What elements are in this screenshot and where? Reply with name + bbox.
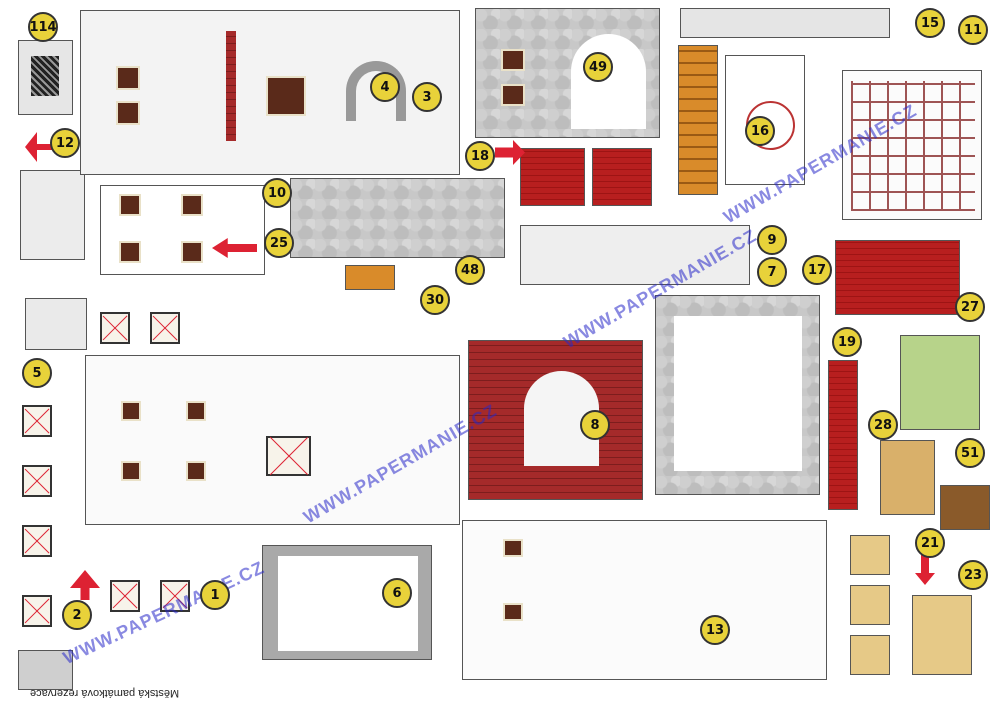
left-window-6 <box>160 580 190 612</box>
badge-2: 2 <box>62 600 92 630</box>
badge-12: 12 <box>50 128 80 158</box>
main-window-2 <box>186 401 206 421</box>
badge-13: 13 <box>700 615 730 645</box>
part-7-inner <box>674 316 802 471</box>
part-114-frame <box>18 40 73 115</box>
part-51-shingles <box>940 485 990 530</box>
badge-5: 5 <box>22 358 52 388</box>
badge-1: 1 <box>200 580 230 610</box>
badge-28: 28 <box>868 410 898 440</box>
part-27-houses <box>900 335 980 430</box>
main-window-1 <box>121 401 141 421</box>
red-arrow-23 <box>915 555 935 585</box>
facade-brick-pillar <box>226 31 236 141</box>
tower-window <box>501 49 525 71</box>
badge-21: 21 <box>915 528 945 558</box>
part-main-facade <box>85 355 460 525</box>
part-8-brick <box>468 340 643 500</box>
facade-window-2 <box>116 101 140 125</box>
part-18-roof <box>520 148 585 206</box>
left-window-5 <box>110 580 140 612</box>
badge-6: 6 <box>382 578 412 608</box>
small-window-b <box>181 194 203 216</box>
left-window-4 <box>22 595 52 627</box>
part-top-strip <box>680 8 890 38</box>
part-12-stub <box>20 170 85 260</box>
part-18-roof-b <box>592 148 652 206</box>
badge-9: 9 <box>757 225 787 255</box>
badge-48: 48 <box>455 255 485 285</box>
part-21-frame-c <box>850 635 890 675</box>
main-cross-box <box>266 436 311 476</box>
part-49-tower <box>475 8 660 138</box>
part-9-ledge <box>520 225 750 285</box>
left-window-3 <box>22 525 52 557</box>
part-11-brick-grid <box>851 81 975 211</box>
badge-15: 15 <box>915 8 945 38</box>
facade-window-1 <box>116 66 140 90</box>
tower-window-2 <box>501 84 525 106</box>
facade-arch <box>346 61 406 121</box>
badge-17: 17 <box>802 255 832 285</box>
badge-30: 30 <box>420 285 450 315</box>
badge-3: 3 <box>412 82 442 112</box>
badge-4: 4 <box>370 72 400 102</box>
part-3-facade <box>80 10 460 175</box>
badge-18: 18 <box>465 141 495 171</box>
part-21-frame-a <box>850 535 890 575</box>
badge-27: 27 <box>955 292 985 322</box>
left-window-2 <box>22 465 52 497</box>
sheet-footer: Městská památková rezervace <box>30 687 180 699</box>
part-5-u <box>25 298 87 350</box>
part-23-frame <box>912 595 972 675</box>
badge-19: 19 <box>832 327 862 357</box>
badge-16: 16 <box>745 116 775 146</box>
part-wood-planks <box>678 45 718 195</box>
badge-51: 51 <box>955 438 985 468</box>
badge-49: 49 <box>583 52 613 82</box>
part-small-windows <box>100 185 265 275</box>
part-28-piece <box>880 440 935 515</box>
left-window-1 <box>22 405 52 437</box>
badge-25: 25 <box>264 228 294 258</box>
part-13-window-b <box>503 603 523 621</box>
part-114-grate <box>31 56 59 96</box>
part-19-roof <box>828 360 858 510</box>
row-window-2 <box>150 312 180 344</box>
badge-23: 23 <box>958 560 988 590</box>
small-window-c <box>119 241 141 263</box>
part-13-window-a <box>503 539 523 557</box>
part-30-stair <box>345 265 395 290</box>
tower-arch <box>571 34 646 129</box>
small-window-d <box>181 241 203 263</box>
row-window-1 <box>100 312 130 344</box>
badge-11: 11 <box>958 15 988 45</box>
facade-door <box>266 76 306 116</box>
part-7-frame <box>655 295 820 495</box>
red-arrow-2 <box>70 570 100 600</box>
badge-114: 114 <box>28 12 58 42</box>
part-c-piece <box>18 650 73 690</box>
main-window-4 <box>186 461 206 481</box>
badge-10: 10 <box>262 178 292 208</box>
part-17-roof <box>835 240 960 315</box>
part-11-house <box>842 70 982 220</box>
part-21-frame-b <box>850 585 890 625</box>
main-window-3 <box>121 461 141 481</box>
part-13-panel <box>462 520 827 680</box>
part-10-cobble <box>290 178 505 258</box>
small-window-a <box>119 194 141 216</box>
badge-8: 8 <box>580 410 610 440</box>
badge-7: 7 <box>757 257 787 287</box>
